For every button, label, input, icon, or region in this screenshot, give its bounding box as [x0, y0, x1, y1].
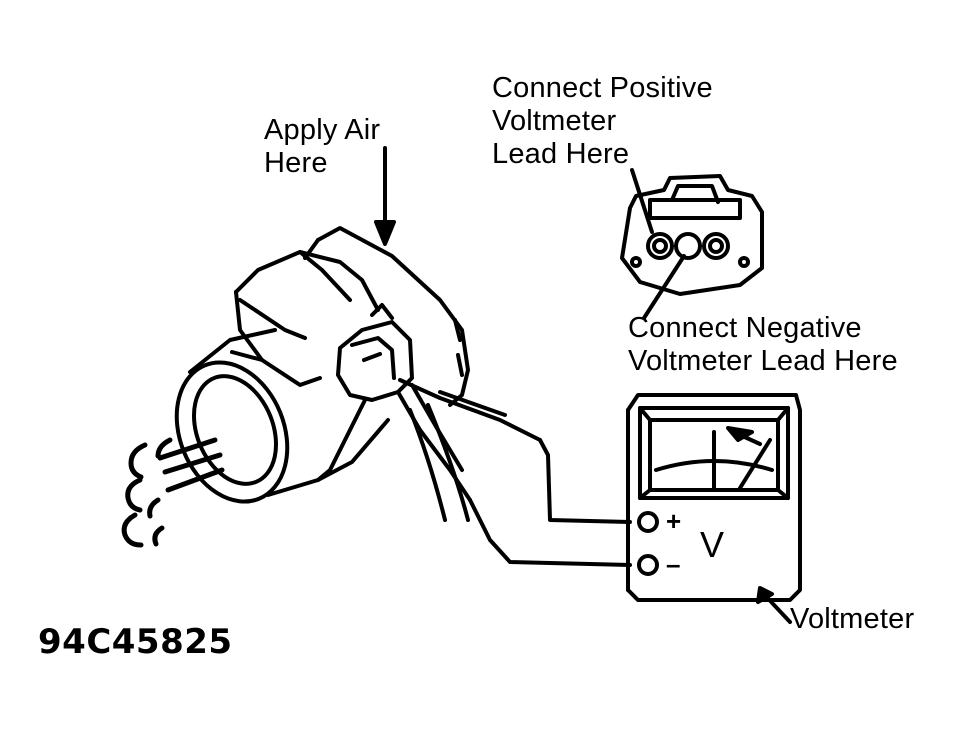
- air-flow-meter: [174, 226, 470, 504]
- meter-minus-sign: –: [666, 549, 681, 579]
- voltmeter-device: [626, 393, 802, 624]
- negative-lead-label: Connect Negative Voltmeter Lead Here: [628, 312, 898, 378]
- negative-line-1: Connect Negative: [628, 312, 862, 344]
- figure-id: 94C45825: [38, 622, 233, 662]
- apply-air-arrow: [374, 146, 396, 246]
- positive-lead-label: Connect Positive Voltmeter Lead Here: [492, 72, 713, 171]
- meter-plus-sign: +: [666, 506, 682, 536]
- negative-line-2: Voltmeter Lead Here: [628, 345, 898, 377]
- test-leads: [396, 378, 632, 567]
- positive-line-2: Voltmeter: [492, 105, 617, 137]
- voltmeter-label: Voltmeter: [790, 603, 915, 635]
- air-flow-puffs: [121, 437, 225, 548]
- apply-air-line-2: Here: [264, 147, 328, 179]
- apply-air-line-1: Apply Air: [264, 114, 381, 146]
- positive-line-1: Connect Positive: [492, 72, 713, 104]
- positive-line-3: Lead Here: [492, 138, 630, 170]
- connector-end-view: [620, 168, 764, 320]
- apply-air-label: Apply Air Here: [264, 114, 380, 180]
- meter-unit-v: V: [700, 524, 725, 565]
